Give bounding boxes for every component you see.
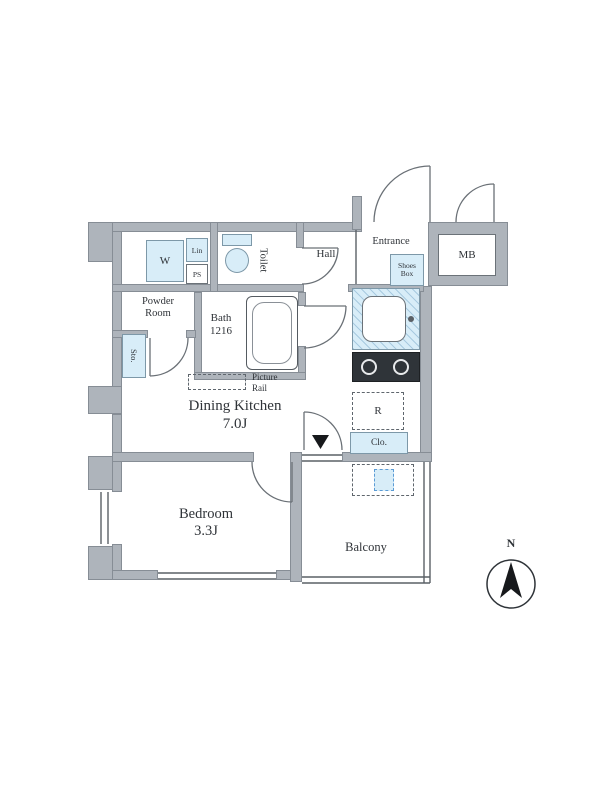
meter-box: MB: [438, 234, 496, 276]
room-label-hall: Hall: [316, 248, 336, 260]
room-label-balcony: Balcony: [345, 540, 387, 554]
shoes-box-label: Shoes Box: [398, 260, 416, 278]
washer-label: W: [159, 255, 171, 267]
picture-rail-label: Picture Rail: [252, 372, 278, 393]
toilet-bowl-icon: [225, 248, 249, 273]
bathtub-inner: [252, 302, 292, 364]
meter-box-label: MB: [458, 249, 476, 261]
toilet-tank-icon: [222, 234, 252, 246]
stove-burner-icon: [393, 359, 409, 375]
washer-box: W: [146, 240, 184, 282]
compass-north-label: N: [506, 536, 516, 550]
room-label-entrance: Entrance: [372, 236, 410, 247]
stove-icon: [352, 352, 420, 382]
stove-burner-icon: [361, 359, 377, 375]
wall-bedroom-top: [112, 452, 254, 462]
room-label-dining-kitchen: Dining Kitchen 7.0J: [188, 398, 282, 432]
north-needle-icon: [500, 562, 522, 598]
wall-bath-corridor-a: [298, 292, 306, 306]
bath-door-arc: [303, 305, 347, 349]
room-label-bedroom: Bedroom 3.3J: [179, 506, 233, 540]
powder-room-door-arc: [149, 337, 189, 377]
pipe-space-box: PS: [186, 264, 208, 284]
linen-label: Lin: [191, 245, 203, 255]
meter-box-door-arc: [455, 183, 495, 223]
storage-label: Sto.: [129, 349, 139, 363]
room-label-bath: Bath 1216: [210, 312, 232, 337]
wall-toilet-hall-stub: [296, 222, 304, 248]
wall-powder-bottom-b: [186, 330, 196, 338]
refrigerator-space: R: [352, 392, 404, 430]
wall-right: [420, 286, 432, 458]
bedroom-door-arc: [251, 461, 293, 503]
pipe-space-label: PS: [192, 269, 202, 279]
wall-top: [112, 222, 362, 232]
compass-circle: [486, 559, 536, 609]
wall-left-dk: [112, 414, 122, 456]
kitchen-sink-icon: [362, 296, 406, 342]
storage-box: Sto.: [122, 334, 146, 378]
closet-label: Clo.: [370, 438, 388, 448]
refrigerator-label: R: [374, 405, 382, 417]
wall-bed-bottom-a: [112, 570, 158, 580]
room-label-powder-room: Powder Room: [141, 296, 175, 320]
balcony-fixture-space: [352, 464, 414, 496]
wall-horizontal-upper: [112, 284, 304, 292]
wall-balcony-divider: [290, 452, 302, 582]
faucet-icon: [408, 316, 414, 322]
room-label-toilet: Toilet: [257, 247, 269, 273]
entry-direction-icon: [312, 435, 329, 449]
wall-bath-bottom: [194, 372, 306, 380]
balcony-fixture-icon: [374, 469, 394, 491]
wall-pillar-left-mid: [88, 386, 122, 414]
wall-toilet-left: [210, 222, 218, 292]
wall-entrance-stub: [352, 196, 362, 230]
closet-box: Clo.: [350, 432, 408, 454]
picture-rail-marker: [188, 374, 246, 390]
shoes-box: Shoes Box: [390, 254, 424, 286]
linen-box: Lin: [186, 238, 208, 262]
entrance-door-arc: [373, 165, 431, 223]
